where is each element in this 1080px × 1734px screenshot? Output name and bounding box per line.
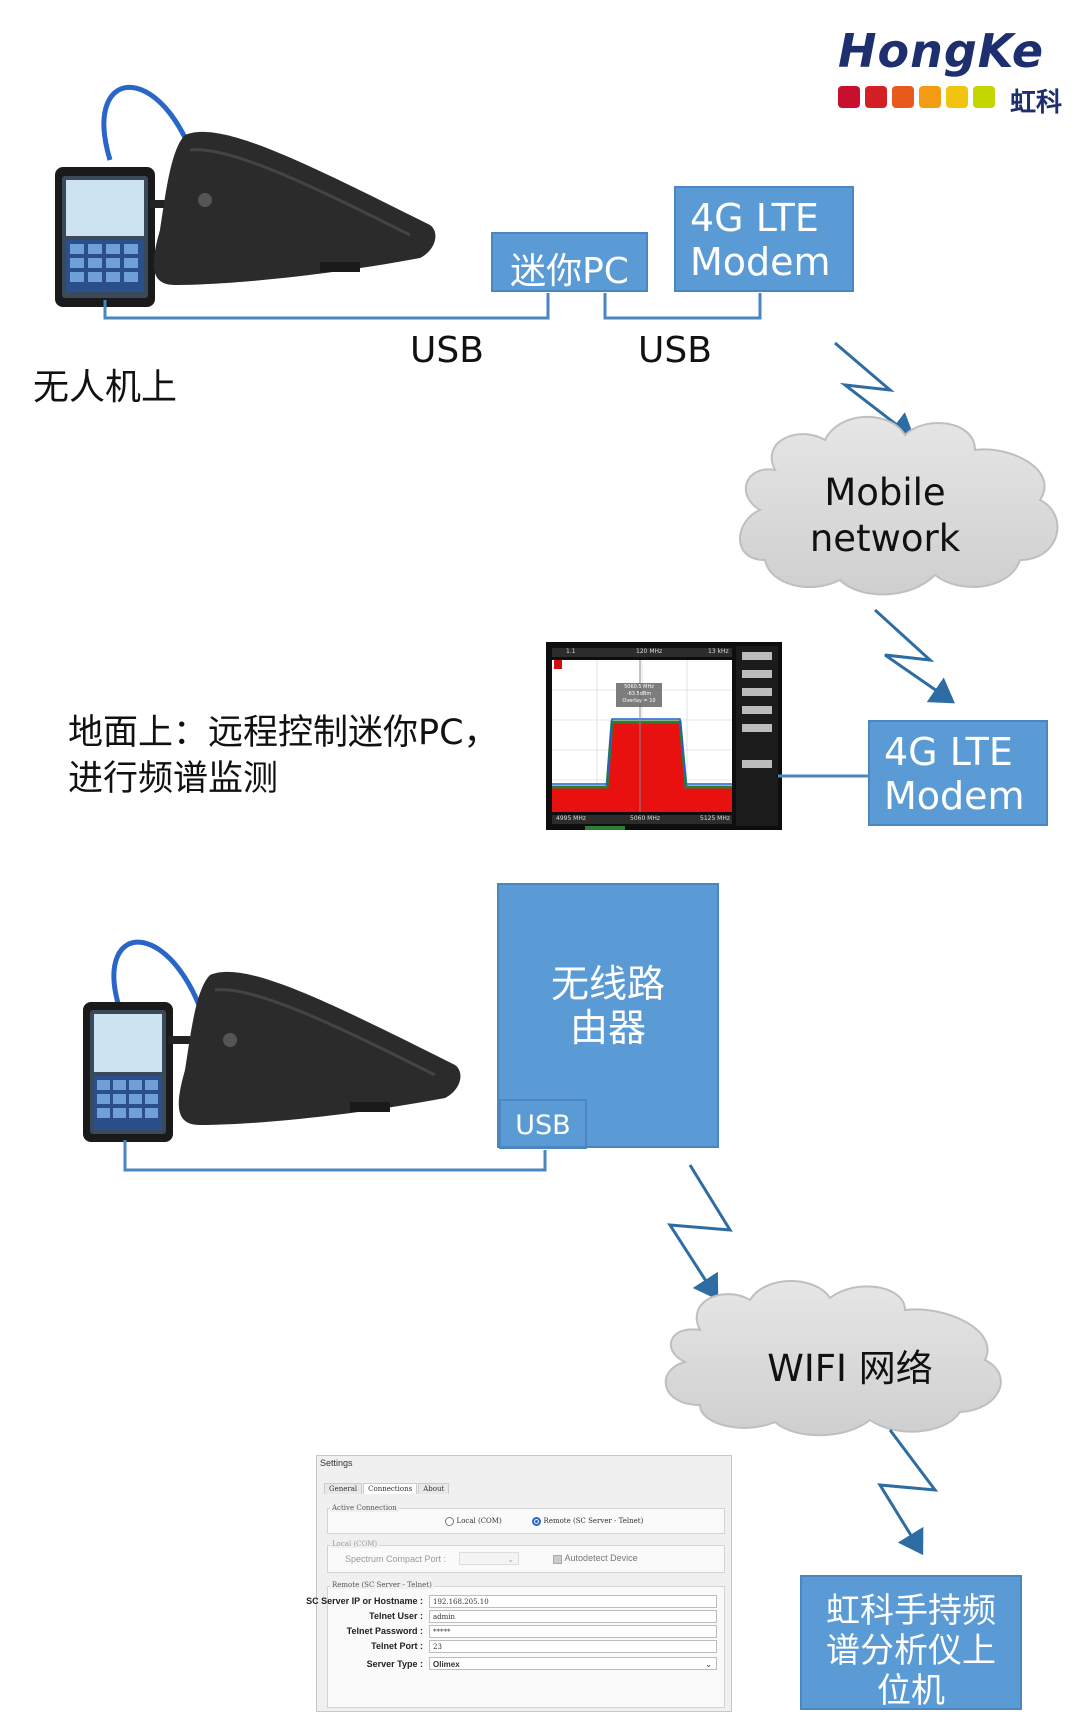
- radio-remote[interactable]: Remote (SC Server - Telnet): [532, 1516, 643, 1526]
- telnet-password-field[interactable]: *****: [429, 1625, 717, 1638]
- lte-modem-box-ground: 4G LTE Modem: [868, 720, 1048, 826]
- server-type-select[interactable]: Olimex ⌄: [429, 1657, 717, 1670]
- telnet-password-label: Telnet Password :: [346, 1626, 423, 1636]
- ip-label: SC Server IP or Hostname :: [306, 1596, 423, 1606]
- settings-title: Settings: [320, 1458, 353, 1468]
- radio-remote-icon: [532, 1516, 541, 1526]
- ground-caption-line2: 进行频谱监测: [68, 759, 279, 799]
- tab-about[interactable]: About: [418, 1483, 450, 1494]
- logo-square: [973, 86, 995, 108]
- telnet-user-label: Telnet User :: [369, 1611, 423, 1621]
- spectrum-compact-port-select[interactable]: ⌄: [459, 1552, 519, 1565]
- mobile-network-label: Mobile network: [775, 470, 995, 562]
- spectrum-bottom-right: 5125 MHz: [700, 815, 731, 822]
- server-type-label: Server Type :: [366, 1659, 423, 1669]
- mobile-network-cloud: [739, 415, 1059, 596]
- spectrum-marker-level: -63.5dBm: [626, 691, 652, 697]
- logo-chinese-name: 虹科: [1010, 88, 1063, 118]
- router-usb-port: USB: [499, 1099, 587, 1149]
- checkbox-icon: [553, 1554, 562, 1564]
- tab-connections[interactable]: Connections: [363, 1483, 418, 1494]
- spectrum-bottom-mid: 5060 MHz: [630, 815, 661, 822]
- autodetect-label: Autodetect Device: [564, 1553, 638, 1563]
- wifi-network-label: WIFI 网络: [767, 1347, 933, 1390]
- mobile-network-line1: Mobile: [824, 471, 946, 514]
- logo-square: [892, 86, 914, 108]
- spectrum-analyzer-device-top: [55, 85, 203, 307]
- active-connection-group: [327, 1508, 725, 1534]
- telnet-port-label: Telnet Port :: [371, 1641, 423, 1651]
- tab-general[interactable]: General: [324, 1483, 363, 1494]
- mini-pc-box: 迷你PC: [491, 232, 648, 292]
- chevron-down-icon: ⌄: [705, 1660, 712, 1669]
- logo-wordmark: HongKe: [838, 24, 1045, 78]
- usb-label-2: USB: [638, 330, 712, 371]
- chevron-down-icon: ⌄: [507, 1555, 514, 1564]
- spectrum-marker-freq: 5060.5 MHz: [624, 684, 654, 690]
- spectrum-bottom-left: 4995 MHz: [556, 815, 587, 822]
- radio-local-label: Local (COM): [456, 1517, 502, 1525]
- spectrum-display: [546, 642, 782, 830]
- wireless-link-arrow-2: [873, 608, 955, 704]
- radio-local-icon: [445, 1516, 454, 1526]
- server-type-value: Olimex: [433, 1660, 460, 1669]
- lte-modem-top-line1: 4G LTE: [690, 196, 819, 240]
- mini-pc-label: 迷你PC: [510, 251, 629, 292]
- ip-field[interactable]: 192.168.205.10: [429, 1595, 717, 1608]
- logo-square: [919, 86, 941, 108]
- spectrum-analyzer-device-bottom: [83, 939, 213, 1142]
- autodetect-checkbox[interactable]: Autodetect Device: [553, 1553, 638, 1564]
- ground-caption-line1: 地面上：远程控制迷你PC，: [68, 713, 499, 753]
- wireless-router-box: 无线路 由器 USB: [497, 883, 719, 1149]
- logo-square: [838, 86, 860, 108]
- wifi-network-cloud: [664, 1280, 1002, 1437]
- host-label-line1: 虹科手持频: [826, 1591, 996, 1631]
- radio-remote-label: Remote (SC Server - Telnet): [543, 1517, 644, 1525]
- wireless-link-arrow-1: [834, 341, 915, 439]
- drone-caption: 无人机上: [33, 367, 178, 408]
- active-connection-label: Active Connection: [330, 1504, 399, 1512]
- local-com-label: Local (COM): [330, 1540, 380, 1548]
- spectrum-marker-overlay: Overlay = 10: [622, 698, 656, 704]
- telnet-user-field[interactable]: admin: [429, 1610, 717, 1623]
- spectrum-top-mid: 120 MHz: [636, 648, 663, 655]
- usb-cable-pc-to-modem: [603, 293, 762, 320]
- wireless-link-arrow-3: [667, 1164, 733, 1301]
- antenna-bottom: [178, 971, 461, 1125]
- radio-local[interactable]: Local (COM): [445, 1516, 502, 1526]
- lte-modem-ground-line2: Modem: [884, 774, 1025, 818]
- usb-cable-analyzer-to-router: [123, 1140, 547, 1172]
- ground-caption: 地面上：远程控制迷你PC， 进行频谱监测: [68, 710, 499, 802]
- wireless-link-arrow-4: [877, 1429, 939, 1556]
- antenna-top: [153, 131, 436, 285]
- local-com-group: [327, 1545, 725, 1573]
- router-label-line2: 由器: [569, 1006, 646, 1050]
- host-software-box: 虹科手持频 谱分析仪上 位机: [800, 1575, 1022, 1711]
- usb-label-1: USB: [410, 330, 484, 371]
- router-usb-label: USB: [515, 1110, 571, 1141]
- lte-modem-ground-line1: 4G LTE: [884, 730, 1013, 774]
- router-label-line1: 无线路: [550, 962, 665, 1006]
- lte-modem-box-top: 4G LTE Modem: [674, 186, 854, 292]
- mobile-network-line2: network: [809, 517, 961, 560]
- spectrum-top-right: 13 kHz: [708, 648, 729, 655]
- host-label-line2: 谱分析仪上: [826, 1631, 996, 1671]
- telnet-port-field[interactable]: 23: [429, 1640, 717, 1653]
- spectrum-marker-readout: 5060.5 MHz -63.5dBm Overlay = 10: [616, 684, 662, 705]
- usb-cable-analyzer-to-pc: [103, 293, 550, 320]
- logo-square: [865, 86, 887, 108]
- host-label-line3: 位机: [877, 1671, 945, 1711]
- spectrum-compact-port-label: Spectrum Compact Port :: [345, 1554, 447, 1564]
- lte-modem-top-line2: Modem: [690, 240, 831, 284]
- logo-square: [946, 86, 968, 108]
- spectrum-top-left: 1.1: [566, 648, 576, 655]
- remote-telnet-label: Remote (SC Server - Telnet): [330, 1581, 434, 1589]
